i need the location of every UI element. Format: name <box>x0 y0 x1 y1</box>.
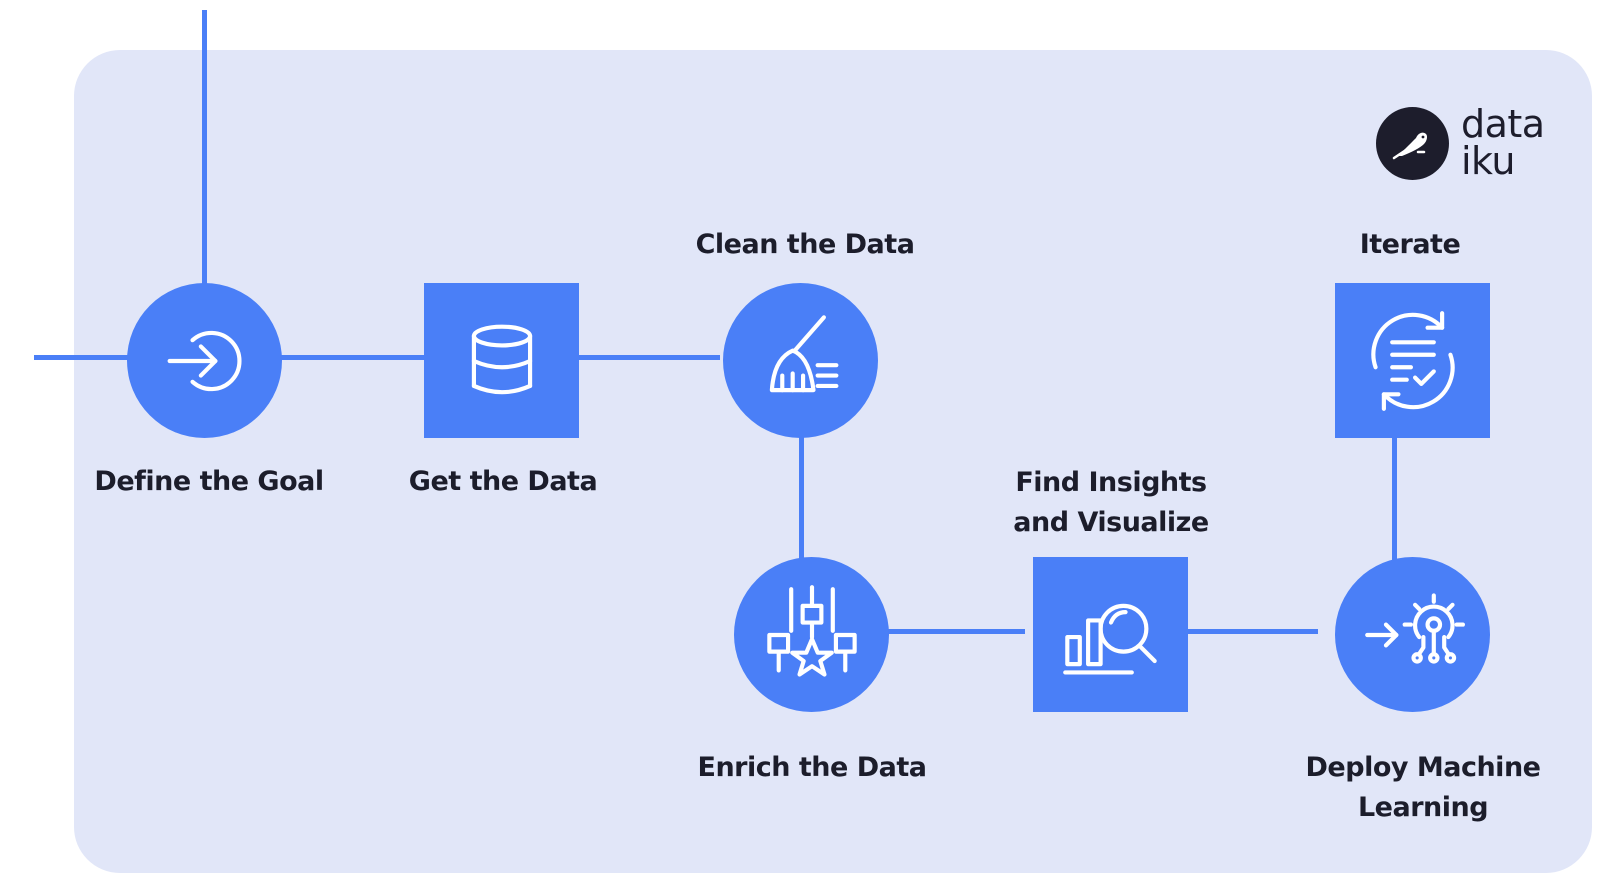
diagram-panel <box>74 50 1592 873</box>
bird-icon <box>1376 106 1449 180</box>
step-get-data-node <box>424 283 579 438</box>
step-define-goal-label: Define the Goal <box>94 466 324 497</box>
arrow-gear-icon <box>1364 592 1465 664</box>
step-deploy-ml-label-line2: Learning <box>1357 792 1489 823</box>
step-deploy-ml-label-line1: Deploy Machine <box>1305 752 1541 783</box>
step-iterate-label: Iterate <box>1359 229 1461 260</box>
dataiku-wordmark-line1: data <box>1461 102 1545 146</box>
connector-define-get <box>280 355 426 360</box>
connector-enrich-insights <box>880 629 1025 634</box>
broom-icon <box>769 314 838 392</box>
step-find-insights-node <box>1033 557 1188 712</box>
dataiku-wordmark: data iku <box>1461 102 1545 183</box>
step-deploy-ml-node <box>1335 557 1490 712</box>
step-enrich-data-node <box>734 557 889 712</box>
connector-left-entry <box>34 355 134 360</box>
step-clean-data-label: Clean the Data <box>695 229 915 260</box>
connector-clean-enrich <box>799 432 804 560</box>
refresh-checklist-icon <box>1370 310 1455 411</box>
database-icon <box>471 324 532 394</box>
arrow-in-circle-icon <box>167 330 242 391</box>
connector-deploy-iterate <box>1392 432 1397 560</box>
dataiku-wordmark-line2: iku <box>1461 139 1515 183</box>
step-deploy-ml-label: Deploy Machine Learning <box>1306 748 1541 828</box>
step-find-insights-label-line2: and Visualize <box>1013 507 1209 538</box>
bar-chart-magnifier-icon <box>1062 603 1157 675</box>
connector-insights-deploy <box>1172 629 1318 634</box>
step-get-data-label: Get the Data <box>408 466 598 497</box>
bird-glyph <box>1392 132 1427 160</box>
step-enrich-data-label: Enrich the Data <box>697 752 927 783</box>
step-find-insights-label-line1: Find Insights <box>1015 467 1207 498</box>
step-find-insights-label: Find Insights and Visualize <box>1013 463 1209 543</box>
step-define-goal-node <box>127 283 282 438</box>
dataiku-logo: data iku <box>1376 102 1545 183</box>
sliders-star-icon <box>766 584 857 677</box>
step-iterate-node <box>1335 283 1490 438</box>
step-clean-data-node <box>723 283 878 438</box>
connector-get-clean <box>574 355 720 360</box>
connector-top-entry <box>202 10 207 286</box>
